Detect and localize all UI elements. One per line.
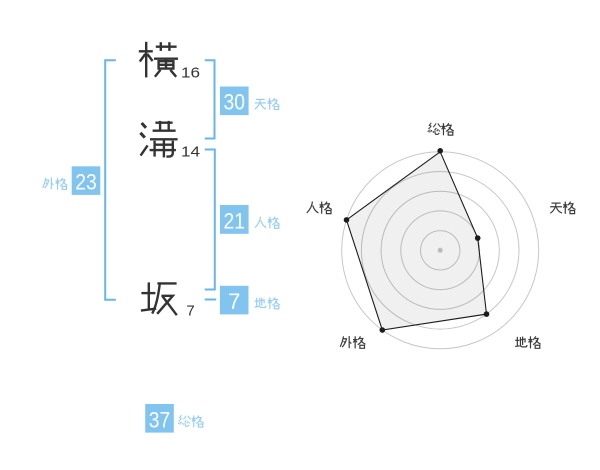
svg-text:7: 7	[228, 289, 240, 314]
svg-text:23: 23	[75, 170, 97, 195]
svg-text:16: 16	[181, 64, 200, 81]
svg-text:7: 7	[186, 303, 194, 320]
svg-text:21: 21	[224, 209, 246, 234]
svg-text:30: 30	[224, 90, 246, 115]
svg-text:37: 37	[149, 407, 171, 432]
svg-text:14: 14	[181, 144, 200, 161]
